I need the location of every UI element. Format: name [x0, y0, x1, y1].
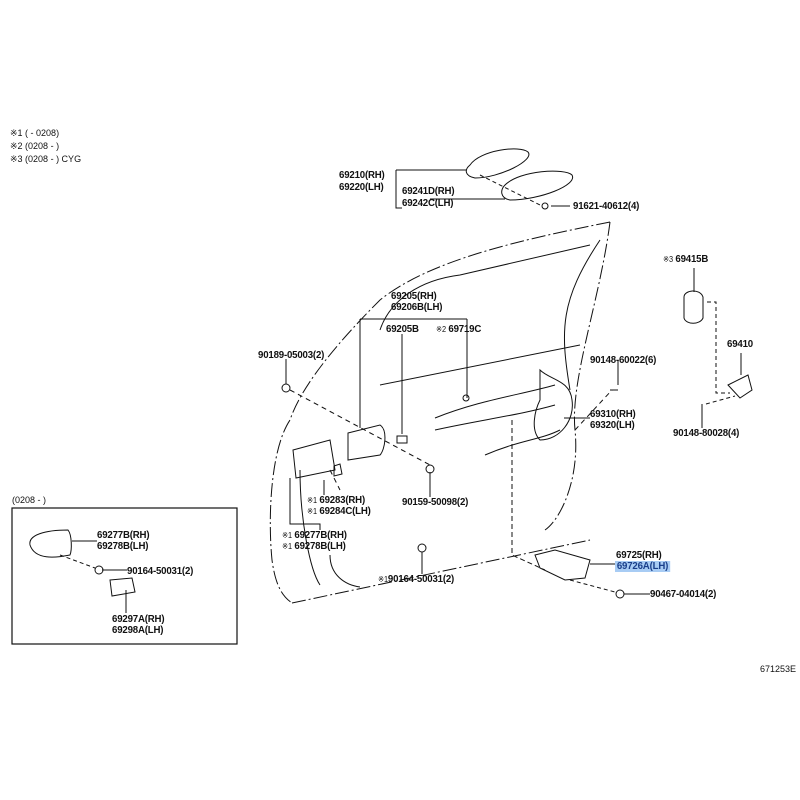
- inset-part-label[interactable]: 90164-50031(2): [127, 565, 194, 577]
- legend-note-3: ※3 (0208 - ) CYG: [10, 154, 82, 164]
- part-label[interactable]: 69725(RH): [616, 549, 662, 561]
- note-mark: ※1: [307, 496, 317, 505]
- note-mark: ※2: [436, 325, 446, 334]
- note-mark: ※1: [378, 575, 388, 584]
- screw-91621: [541, 202, 549, 210]
- cable-lines: [434, 384, 561, 456]
- door-outline: [269, 221, 611, 604]
- part-label[interactable]: ※1 69283(RH): [307, 495, 365, 506]
- screw-90467: [615, 589, 625, 599]
- part-label[interactable]: 90189-05003(2): [258, 349, 325, 361]
- part-label[interactable]: 90148-80028(4): [673, 427, 740, 439]
- clip-90189: [281, 383, 291, 393]
- part-label[interactable]: 69410: [727, 338, 753, 350]
- clip-69719: [462, 394, 470, 402]
- part-label[interactable]: ※190164-50031(2): [378, 574, 454, 585]
- part-label[interactable]: ※1 69284C(LH): [307, 506, 371, 517]
- striker-cover-drawing: [683, 290, 704, 324]
- inside-handle-drawing: [347, 424, 386, 461]
- inset-part-label[interactable]: 69277B(RH): [97, 529, 150, 541]
- part-number: 69277B(RH): [294, 529, 347, 541]
- handle-bezel-drawing: [465, 148, 574, 201]
- inset-part-label[interactable]: 69298A(LH): [112, 624, 164, 636]
- part-label[interactable]: 69242C(LH): [402, 197, 454, 209]
- part-number: 69283(RH): [319, 494, 366, 506]
- part-number: 69284C(LH): [319, 505, 371, 517]
- legend-note-1: ※1 ( - 0208): [10, 128, 60, 138]
- note-mark: ※1: [307, 507, 317, 516]
- inset-handle-cover: [109, 577, 136, 597]
- screw-90164: [417, 543, 427, 553]
- clip-69205b: [396, 435, 408, 444]
- trim-lines: [299, 469, 361, 588]
- leader-lines-mid: [285, 318, 468, 574]
- part-number: 69719C: [448, 323, 482, 335]
- window-frame: [379, 244, 591, 386]
- leader-lines-top: [395, 169, 570, 209]
- lock-protector-drawing: [534, 549, 591, 581]
- part-label[interactable]: 90467-04014(2): [650, 588, 717, 600]
- handle-bezel-lower: [292, 439, 336, 479]
- part-label[interactable]: 90159-50098(2): [402, 496, 469, 508]
- striker-drawing: [727, 374, 753, 399]
- part-label[interactable]: 69310(RH): [590, 408, 636, 420]
- part-label[interactable]: ※1 69278B(LH): [282, 541, 346, 552]
- inset-part-label[interactable]: 69297A(RH): [112, 613, 165, 625]
- part-label[interactable]: ※2 69719C: [436, 324, 481, 335]
- part-label[interactable]: 91621-40612(4): [573, 200, 640, 212]
- part-label[interactable]: 69205(RH): [391, 290, 437, 302]
- inset-part-label[interactable]: 69278B(LH): [97, 540, 149, 552]
- leader-lines-striker: [693, 268, 742, 428]
- note-mark: ※1: [282, 542, 292, 551]
- leader-lines-protector: [590, 563, 650, 595]
- part-label[interactable]: 90148-60022(6): [590, 354, 657, 366]
- part-label[interactable]: 69210(RH): [339, 169, 385, 181]
- legend-note-2: ※2 (0208 - ): [10, 141, 60, 151]
- part-label-highlighted[interactable]: 69726A(LH): [615, 560, 670, 572]
- part-label[interactable]: ※3 69415B: [663, 254, 708, 265]
- lock-assembly-drawing: [533, 368, 573, 441]
- part-label[interactable]: ※1 69277B(RH): [282, 530, 347, 541]
- door-inner-line: [563, 239, 601, 391]
- inset-title: (0208 - ): [12, 495, 47, 505]
- part-label[interactable]: 69220(LH): [339, 181, 384, 193]
- part-number: 69415B: [675, 253, 709, 265]
- part-label[interactable]: 69205B: [386, 323, 419, 335]
- inset-bezel-drawing: [29, 529, 72, 558]
- part-label[interactable]: 69241D(RH): [402, 185, 455, 197]
- screw-90159: [425, 464, 435, 474]
- note-mark: ※3: [663, 255, 673, 264]
- inset-box: [11, 507, 238, 645]
- part-number: 69278B(LH): [294, 540, 346, 552]
- part-label[interactable]: 69320(LH): [590, 419, 635, 431]
- diagram-id: 671253E: [760, 664, 797, 674]
- part-number: 90164-50031(2): [387, 573, 455, 585]
- part-label[interactable]: 69206B(LH): [391, 301, 443, 313]
- note-mark: ※1: [282, 531, 292, 540]
